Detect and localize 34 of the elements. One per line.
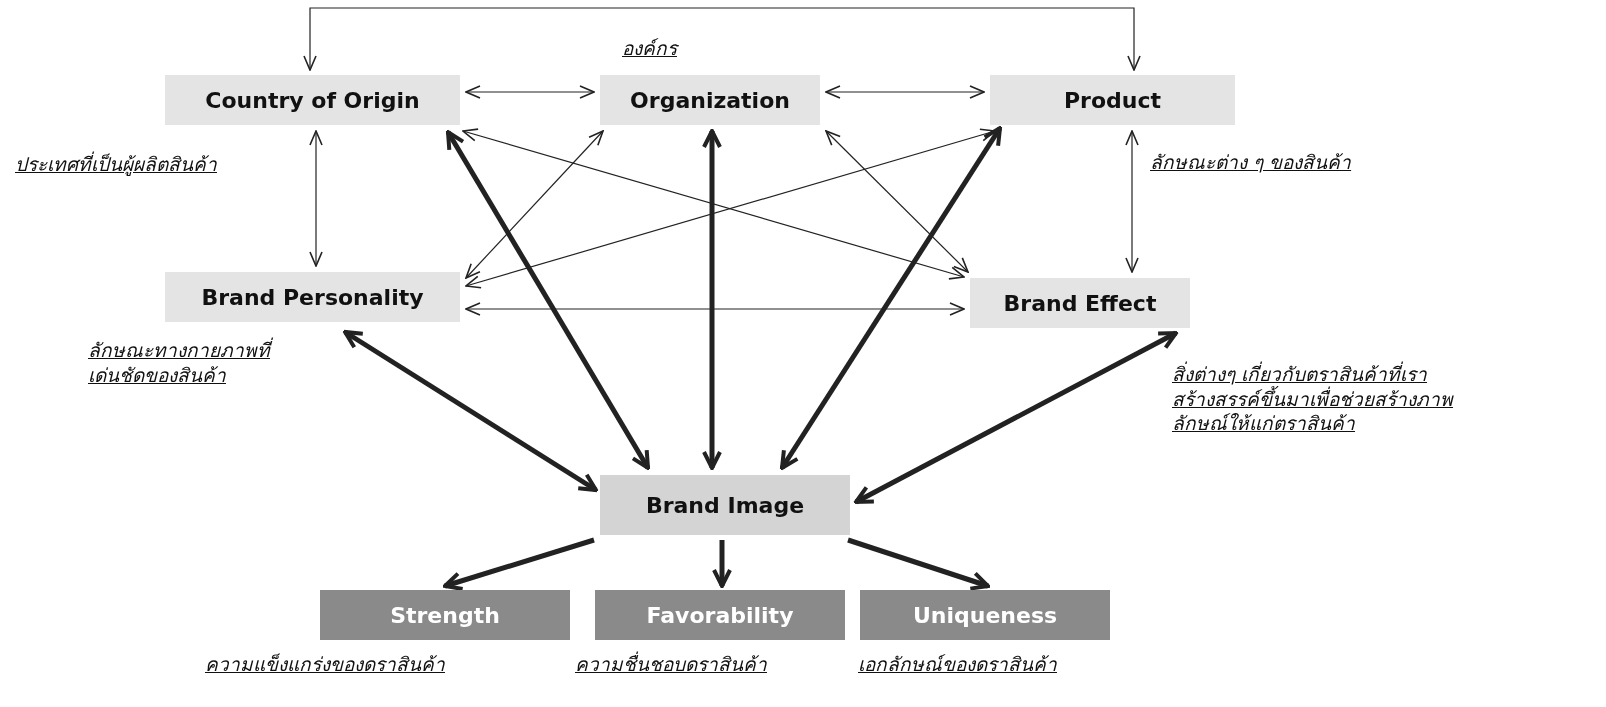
box-title: Strength (390, 602, 500, 628)
box-title: Uniqueness (912, 602, 1058, 628)
arrow (465, 302, 965, 316)
caption-text: ความชื่นชอบดราสินค้า (575, 652, 768, 677)
box-title: Country of Origin (205, 87, 420, 113)
box-title: Brand Image (645, 492, 805, 518)
caption-text: ความแข็งแกร่งของดราสินค้า (205, 652, 446, 677)
arrow (309, 130, 323, 267)
caption-text: สิ่งต่างๆ เกี่ยวกับตราสินค้าที่เราสร้างสรรค์ขึ้นมาเพื่อช่วยสร้างภาพลักษณ์ให้แก่ตราสินค้า (1172, 362, 1455, 437)
box-title: Product (1063, 87, 1162, 113)
caption-text: ประเทศที่เป็นผู้ผลิตสินค้า (15, 152, 218, 177)
caption-text: ลักษณะต่าง ๆ ของสินค้า (1150, 150, 1353, 175)
arrow (702, 129, 722, 470)
arrow (465, 130, 604, 279)
box-title: Organization (630, 87, 790, 113)
arrow (445, 130, 651, 470)
arrow (303, 7, 1141, 71)
arrow (343, 329, 598, 493)
box-title: Favorability (646, 602, 794, 628)
arrow (847, 537, 990, 591)
caption-text: ลักษณะทางกายภาพที่เด่นชัดของสินค้า (88, 338, 288, 388)
arrow (443, 537, 595, 591)
arrow (779, 126, 1003, 470)
arrow (825, 85, 985, 99)
caption-text: องค์กร (622, 36, 680, 61)
box-title: Brand Effect (1003, 290, 1157, 316)
arrow (825, 130, 969, 273)
box-title: Brand Personality (201, 284, 424, 310)
arrow (1125, 130, 1139, 273)
arrow (465, 85, 595, 99)
concept-box (600, 475, 850, 535)
caption-text: เอกลักษณ์ของดราสินค้า (858, 652, 1058, 677)
arrow (712, 540, 732, 588)
arrow (854, 330, 1178, 505)
